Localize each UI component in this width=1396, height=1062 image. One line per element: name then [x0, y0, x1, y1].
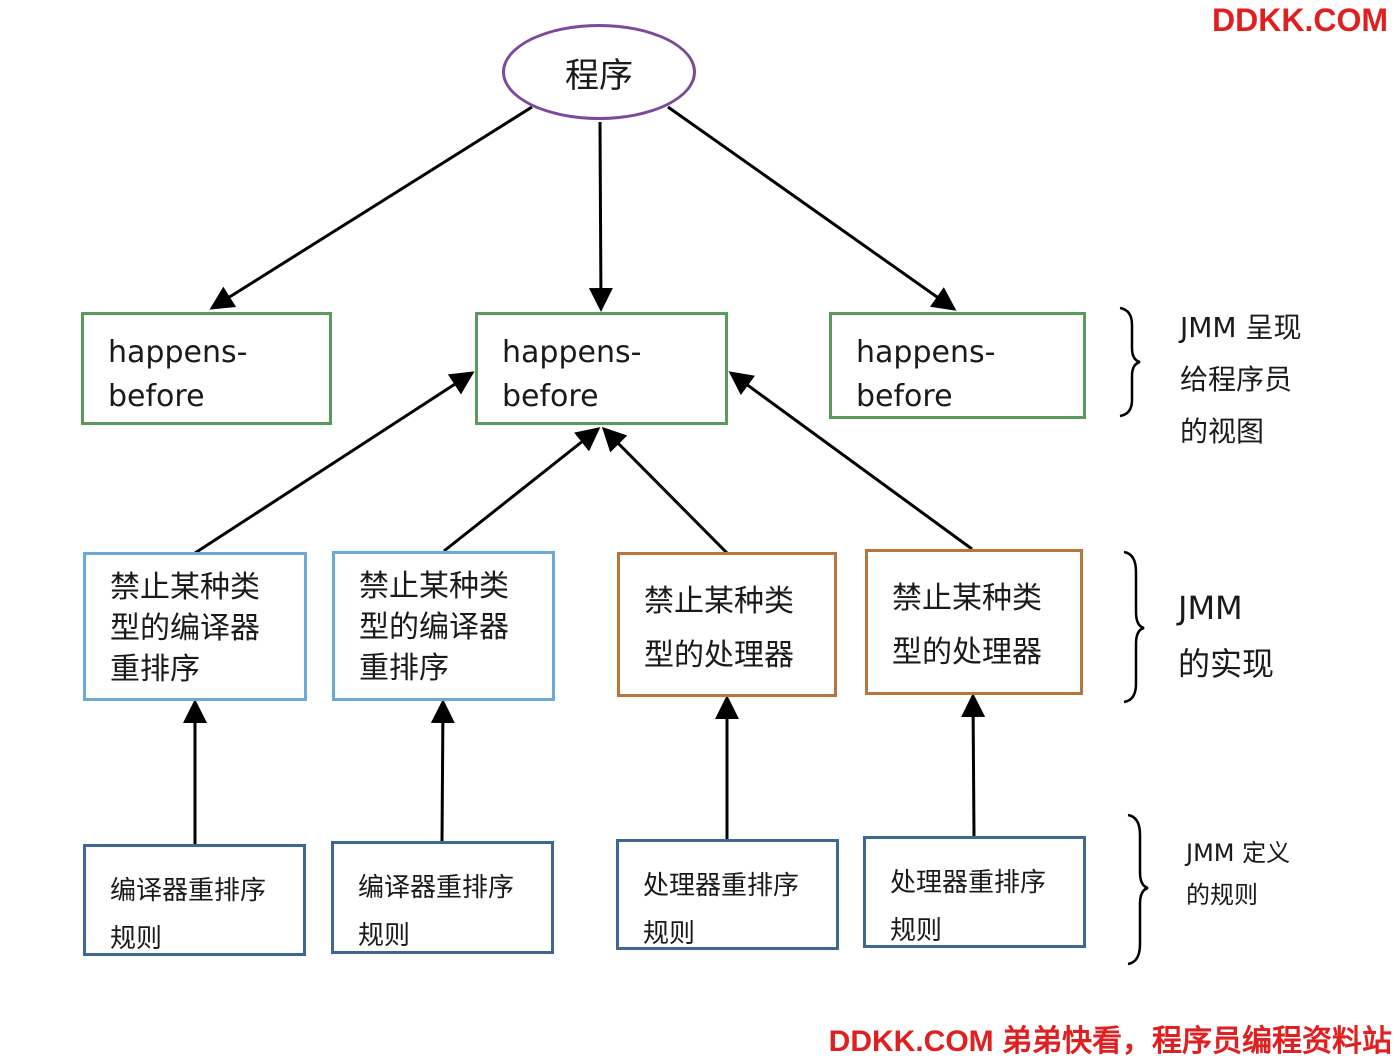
processor-prohibit-label: 禁止某种类 型的处理器	[644, 584, 794, 673]
arrow-root-to-hb-left	[209, 105, 533, 310]
processor-reorder-rule-box-2: 处理器重排序 规则	[863, 836, 1086, 948]
happens-before-box-right: happens- before	[829, 312, 1086, 419]
compiler-rule-label: 编译器重排序 规则	[358, 873, 515, 951]
processor-prohibit-label: 禁止某种类 型的处理器	[892, 581, 1042, 670]
brace-implementation	[1123, 550, 1145, 704]
happens-before-label: happens- before	[856, 335, 996, 414]
compiler-reorder-rule-box-1: 编译器重排序 规则	[83, 844, 306, 956]
compiler-reorder-prohibit-box-2: 禁止某种类 型的编译器 重排序	[332, 551, 555, 701]
processor-rule-label: 处理器重排序 规则	[890, 868, 1047, 946]
side-label-programmer-view: JMM 呈现 给程序员 的视图	[1180, 311, 1302, 448]
compiler-prohibit-label: 禁止某种类 型的编译器 重排序	[110, 570, 260, 687]
compiler-reorder-prohibit-box-1: 禁止某种类 型的编译器 重排序	[83, 552, 307, 701]
arrow-rule4-to-impl4	[961, 693, 986, 838]
arrow-impl1-to-hb	[194, 371, 475, 555]
brace-view	[1119, 306, 1141, 418]
arrow-rule2-to-impl2	[430, 699, 455, 843]
watermark-bottom: DDKK.COM 弟弟快看，程序员编程资料站	[828, 1025, 1392, 1058]
processor-reorder-prohibit-box-2: 禁止某种类 型的处理器	[865, 549, 1083, 695]
side-label-implementation: JMM 的实现	[1178, 589, 1275, 683]
processor-reorder-prohibit-box-1: 禁止某种类 型的处理器	[617, 552, 837, 697]
processor-rule-label: 处理器重排序 规则	[643, 871, 800, 949]
happens-before-box-left: happens- before	[81, 312, 332, 425]
side-label-definition: JMM 定义 的规则	[1186, 839, 1291, 909]
arrow-impl2-to-hb	[443, 427, 601, 553]
arrow-root-to-hb-center	[588, 121, 613, 312]
compiler-prohibit-label: 禁止某种类 型的编译器 重排序	[359, 569, 509, 686]
arrow-impl3-to-hb	[601, 426, 729, 555]
happens-before-box-center: happens- before	[475, 312, 728, 425]
arrow-root-to-hb-right	[667, 105, 957, 311]
arrow-impl4-to-hb	[728, 371, 973, 551]
happens-before-label: happens- before	[502, 335, 642, 414]
root-node-program: 程序	[502, 24, 696, 120]
brace-definition	[1127, 813, 1149, 966]
processor-reorder-rule-box-1: 处理器重排序 规则	[616, 839, 839, 950]
compiler-reorder-rule-box-2: 编译器重排序 规则	[331, 841, 554, 954]
watermark-top: DDKK.COM	[1212, 2, 1388, 38]
root-label: 程序	[565, 55, 633, 96]
happens-before-label: happens- before	[108, 335, 248, 414]
compiler-rule-label: 编译器重排序 规则	[110, 876, 267, 954]
